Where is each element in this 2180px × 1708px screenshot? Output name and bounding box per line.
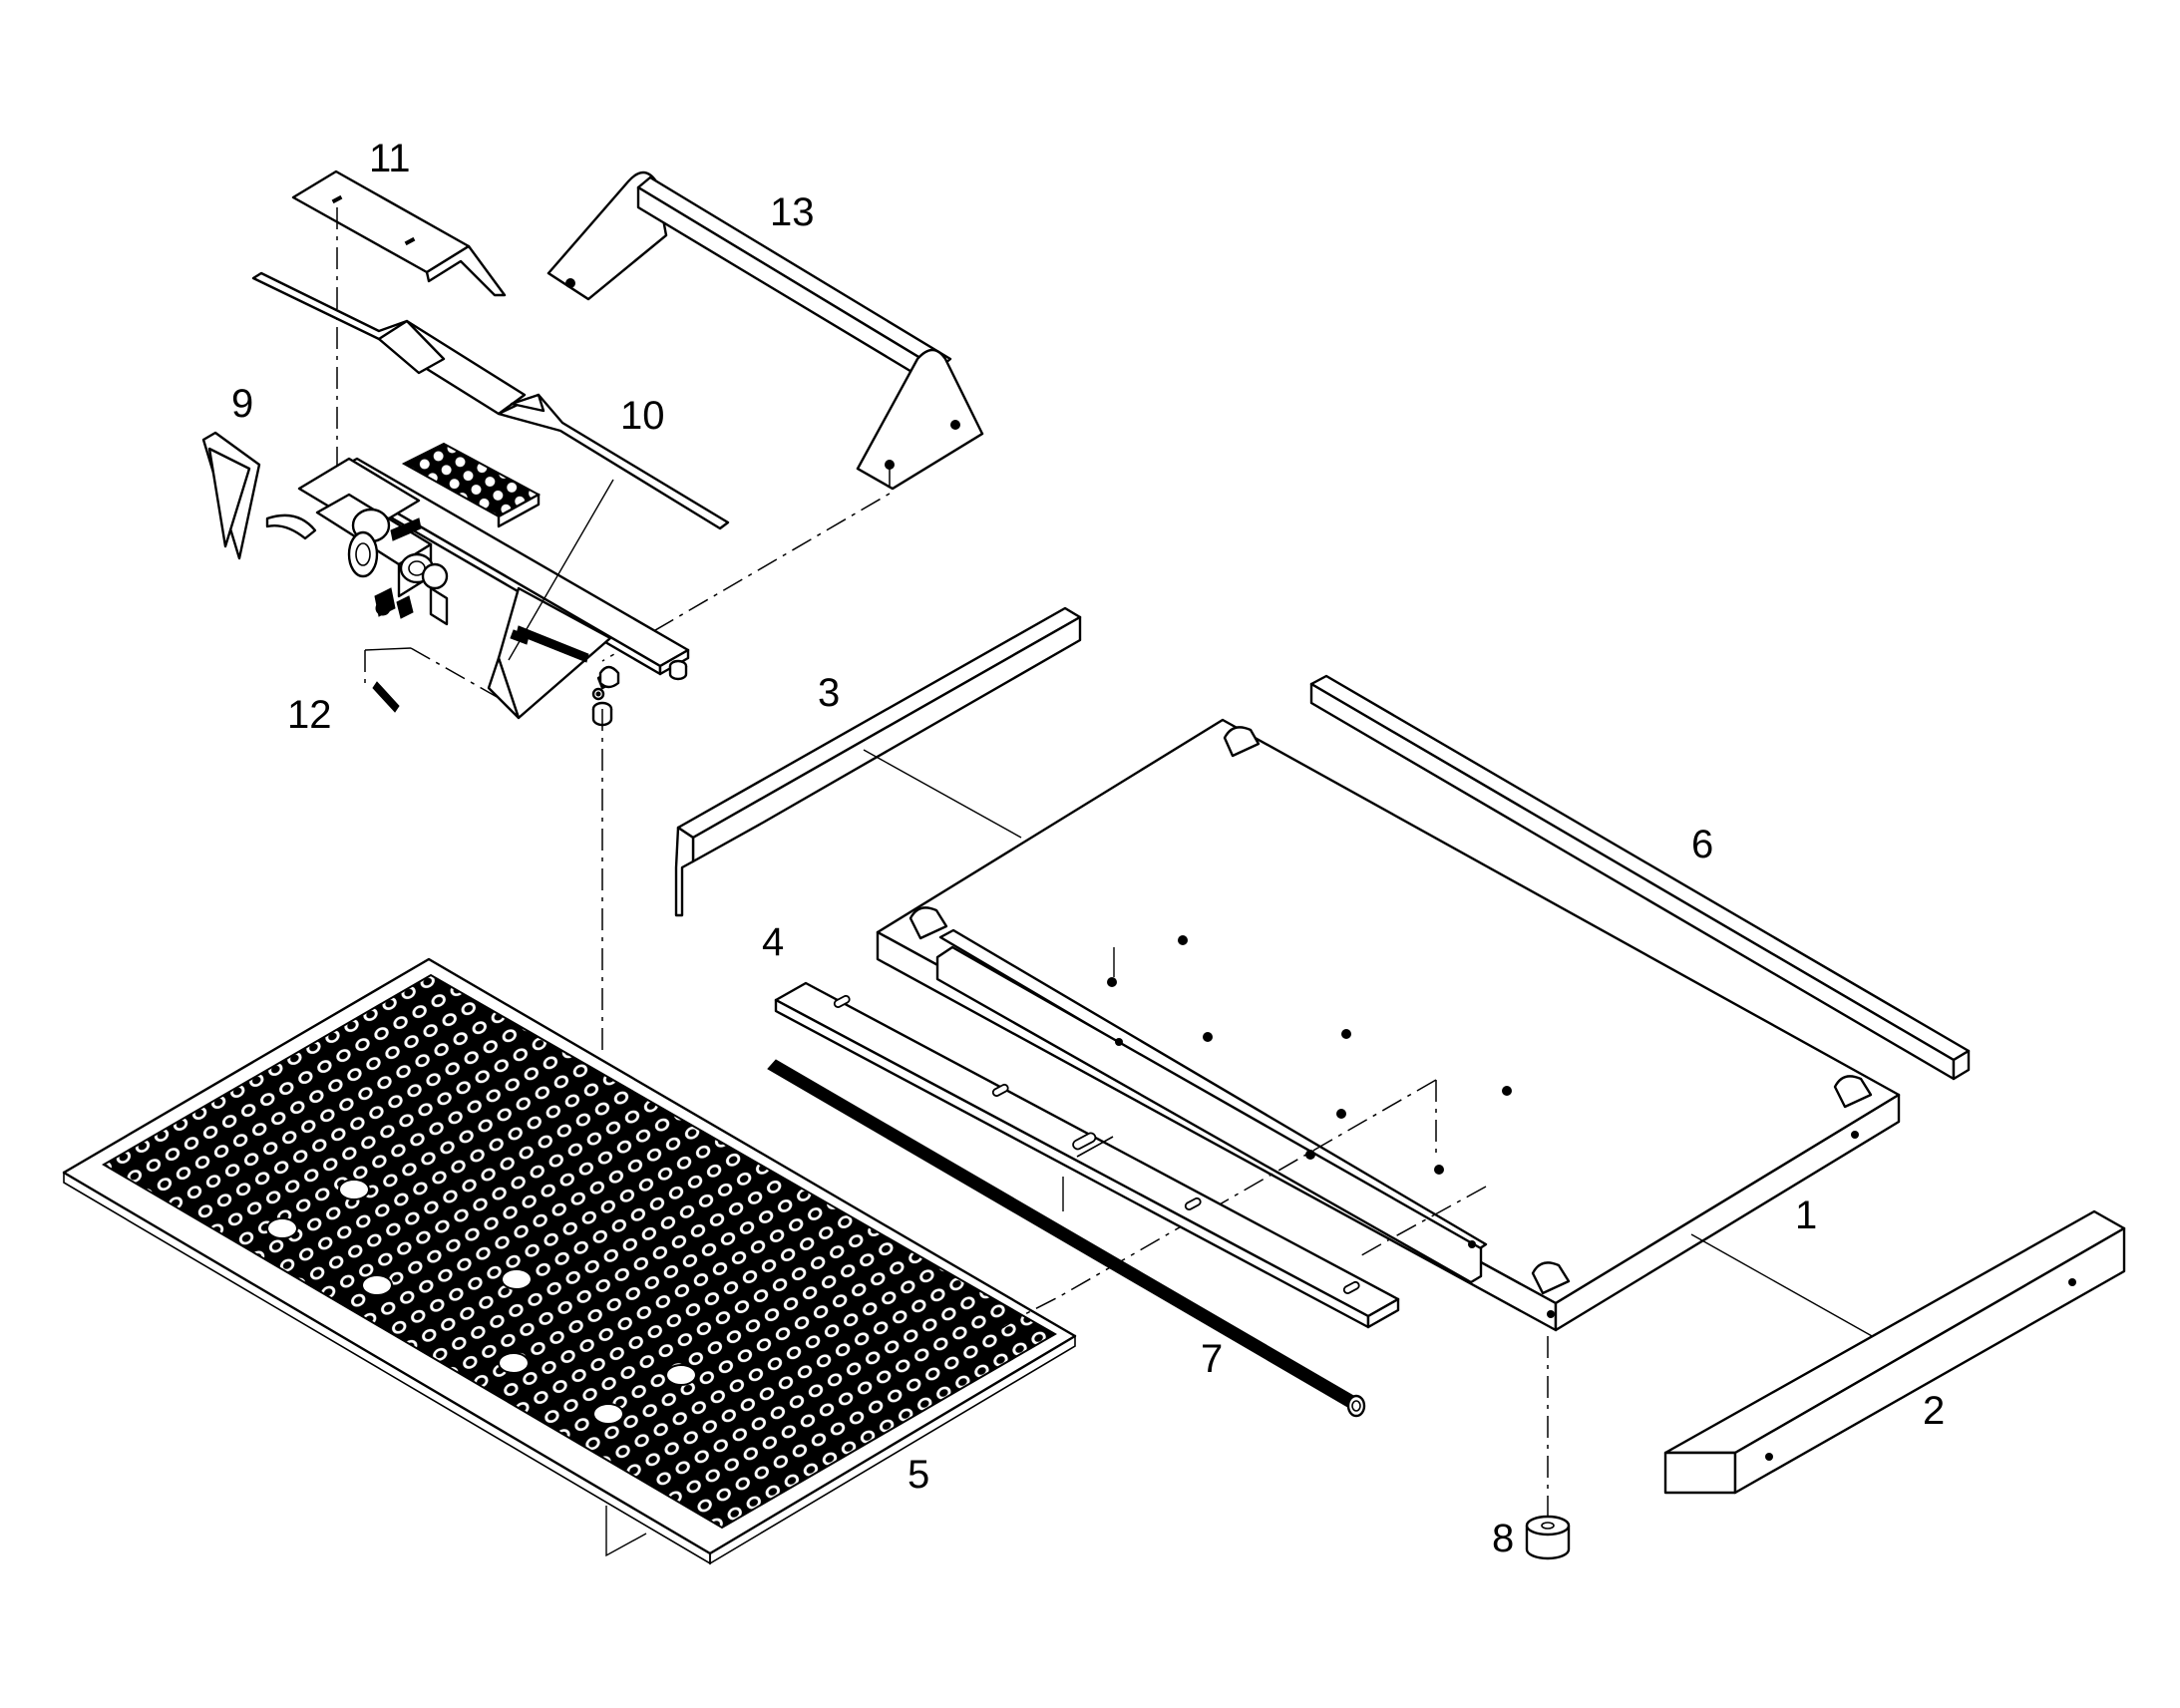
callout-2: 2	[1923, 1389, 1945, 1433]
part-10-pedal-arm	[251, 271, 730, 530]
part-3-angle-rail	[674, 606, 1082, 917]
part-5-perforated-mat	[62, 957, 1077, 1565]
callout-7: 7	[1201, 1337, 1223, 1381]
part-6-side-strip	[1309, 674, 1971, 1081]
callout-13: 13	[770, 190, 815, 234]
callout-labels: 1 2 3 4 5 6 7 8 9 10 11 12 13	[231, 137, 1945, 1560]
callout-8: 8	[1492, 1517, 1514, 1560]
part-8-rubber-foot	[1525, 1336, 1571, 1560]
callout-10: 10	[620, 394, 665, 438]
callout-3: 3	[818, 671, 840, 715]
part-7-rod	[767, 1059, 1366, 1418]
part-4-slotted-bar	[774, 981, 1400, 1329]
part-1-base-plate	[876, 718, 1901, 1342]
part-11-top-cover	[291, 170, 507, 469]
mat-mounting-holes	[266, 1179, 697, 1425]
callout-11: 11	[369, 137, 411, 180]
callout-6: 6	[1691, 823, 1713, 866]
part-2-front-profile	[1663, 1209, 2126, 1495]
part-12-pin	[364, 647, 500, 713]
callout-12: 12	[287, 693, 332, 737]
callout-4: 4	[762, 920, 784, 964]
callout-1: 1	[1795, 1194, 1817, 1237]
callout-5: 5	[908, 1453, 929, 1497]
callout-9: 9	[231, 382, 253, 426]
part-13-handle	[546, 171, 984, 662]
part-9-pedal-assembly	[201, 431, 690, 1057]
